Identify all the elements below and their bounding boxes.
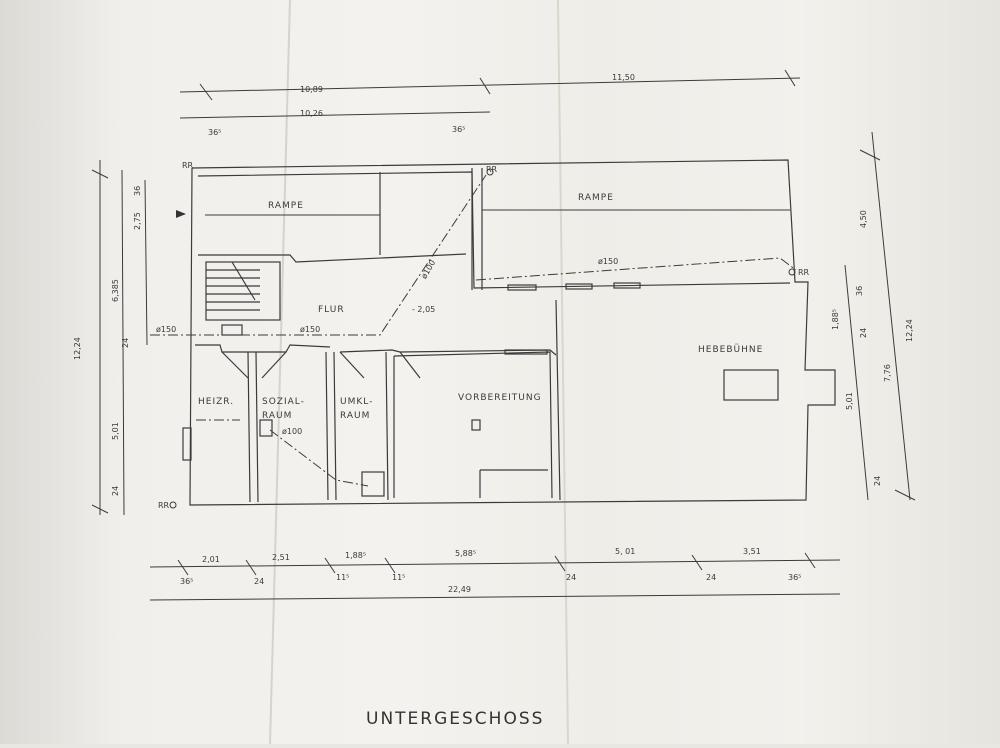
room-label-vorbereitung: VORBEREITUNG bbox=[458, 393, 542, 403]
partition-wall bbox=[325, 351, 329, 501]
prep-room-wall bbox=[393, 351, 553, 499]
door-swing bbox=[399, 351, 421, 379]
door-swing bbox=[339, 351, 365, 379]
stairs bbox=[206, 261, 260, 311]
dim-label-total: 22,49 bbox=[448, 585, 471, 594]
dim-label: 1,88⁵ bbox=[831, 309, 840, 330]
prep-fixture bbox=[471, 419, 481, 431]
room-label-sozialraum: RAUM bbox=[262, 411, 292, 421]
dim-label: 36 bbox=[133, 186, 142, 196]
dim-label: 36⁵ bbox=[452, 125, 465, 134]
room-label-hebebuehne: HEBEBÜHNE bbox=[698, 344, 763, 355]
dim-label: 5, 01 bbox=[615, 547, 635, 556]
lift-platform bbox=[723, 369, 779, 401]
outer-wall bbox=[189, 159, 836, 506]
paper-fold bbox=[557, 0, 569, 745]
roof-drain bbox=[486, 168, 494, 176]
pipe-line bbox=[150, 174, 487, 336]
dim-label: 24 bbox=[121, 338, 130, 348]
dim-label: 5,01 bbox=[111, 422, 120, 440]
window bbox=[504, 349, 548, 355]
dim-label: 36⁵ bbox=[180, 577, 193, 586]
dim-label: 7,76 bbox=[883, 364, 892, 382]
pipe-label: ø100 bbox=[282, 427, 302, 436]
window bbox=[182, 427, 192, 461]
rr-label: RR bbox=[158, 501, 170, 510]
pipe-label: ø100 bbox=[419, 258, 437, 280]
rr-label: RR bbox=[798, 268, 810, 277]
room-label-umkleideraum: RAUM bbox=[340, 411, 370, 421]
room-label-umkleideraum: UMKL- bbox=[340, 397, 373, 407]
room-label-sozialraum: SOZIAL- bbox=[262, 397, 305, 407]
dim-label: 24 bbox=[254, 577, 264, 586]
dim-label: 36⁵ bbox=[208, 128, 221, 137]
pipe-label: ø150 bbox=[300, 325, 320, 334]
room-label-rampe: RAMPE bbox=[578, 193, 614, 203]
corridor-wall bbox=[195, 344, 331, 353]
pipe-label: ø150 bbox=[598, 257, 618, 266]
partition-wall bbox=[333, 351, 337, 501]
dim-label: 5,01 bbox=[845, 392, 854, 410]
roof-drain bbox=[169, 501, 177, 509]
window bbox=[507, 284, 537, 291]
dim-label: 11,50 bbox=[612, 73, 635, 82]
dimension-lines bbox=[99, 77, 911, 601]
pipe-line bbox=[269, 429, 369, 487]
dim-label: 2,75 bbox=[133, 212, 142, 230]
sink-fixture bbox=[259, 419, 273, 437]
roof-drain bbox=[788, 268, 796, 276]
dim-label: 10,26 bbox=[300, 109, 323, 118]
rr-label: RR bbox=[486, 165, 498, 174]
dim-label: 4,50 bbox=[859, 210, 868, 228]
dim-label: 11⁵ bbox=[392, 573, 405, 582]
hall-wall bbox=[555, 299, 561, 501]
door-swing bbox=[261, 351, 287, 379]
corridor-fixture bbox=[221, 324, 243, 336]
dim-label: 2,51 bbox=[272, 553, 290, 562]
dim-label: 12,24 bbox=[73, 337, 82, 360]
rr-label: RR bbox=[182, 161, 194, 170]
door-swing bbox=[221, 351, 249, 379]
dim-label: 2,01 bbox=[202, 555, 220, 564]
window bbox=[565, 283, 593, 290]
dim-label: 24 bbox=[566, 573, 576, 582]
dimension-ticks bbox=[91, 69, 916, 576]
dim-label: 1,88⁵ bbox=[345, 551, 366, 560]
stairwell bbox=[205, 261, 281, 321]
north-arrow-icon bbox=[176, 210, 186, 218]
pipe-label: ø150 bbox=[156, 325, 176, 334]
shower-fixture bbox=[361, 471, 385, 497]
outer-wall-inner bbox=[197, 171, 791, 289]
paper-fold bbox=[269, 0, 291, 745]
room-label-rampe: RAMPE bbox=[268, 201, 304, 211]
dim-label: 11⁵ bbox=[336, 573, 349, 582]
partition-wall bbox=[255, 351, 259, 503]
dim-label: 36⁵ bbox=[788, 573, 801, 582]
dim-label: 10,89 bbox=[300, 85, 323, 94]
level-label: - 2,05 bbox=[412, 305, 435, 314]
dim-label: 12,24 bbox=[905, 319, 914, 342]
dim-label: 6,385 bbox=[111, 279, 120, 302]
partition-wall bbox=[385, 351, 389, 501]
dim-label: 36 bbox=[855, 286, 864, 296]
ramp-wall bbox=[198, 253, 467, 263]
pipe-line bbox=[475, 257, 797, 281]
room-label-heizraum: HEIZR. bbox=[198, 397, 234, 407]
dim-label: 24 bbox=[873, 476, 882, 486]
dim-label: 24 bbox=[111, 486, 120, 496]
dim-label: 5,88⁵ bbox=[455, 549, 476, 558]
dim-label: 3,51 bbox=[743, 547, 761, 556]
dim-label: 24 bbox=[859, 328, 868, 338]
room-label-flur: FLUR bbox=[318, 305, 345, 315]
window bbox=[613, 282, 641, 289]
partition-wall bbox=[247, 351, 251, 503]
dim-label: 24 bbox=[706, 573, 716, 582]
plan-title: UNTERGESCHOSS bbox=[366, 709, 544, 729]
